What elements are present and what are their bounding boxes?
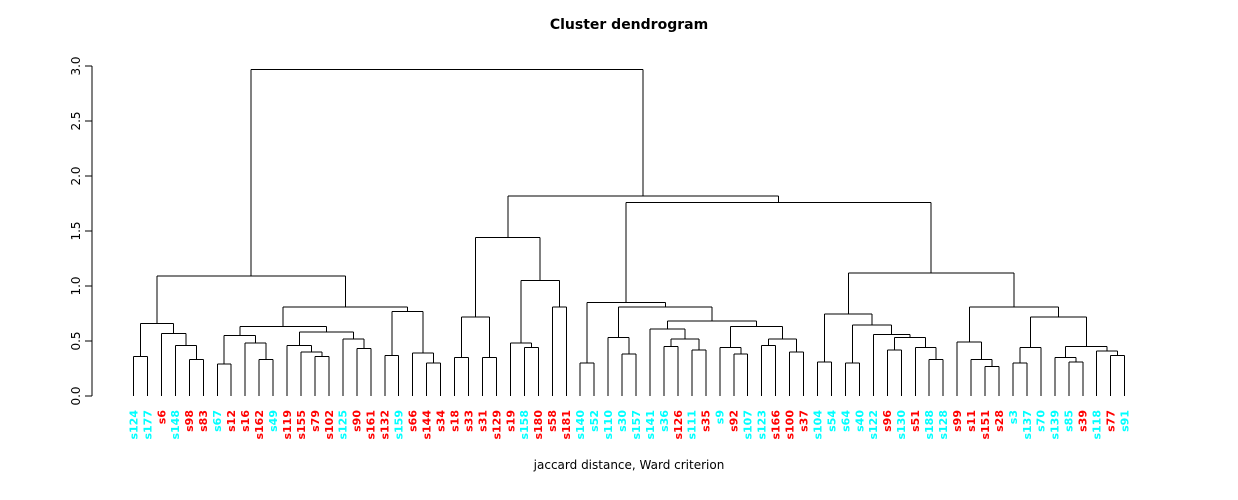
- leaf-label: s162: [253, 410, 266, 440]
- leaf-label: s30: [616, 410, 629, 432]
- leaf-label: s54: [825, 410, 838, 432]
- leaf-label: s151: [979, 410, 992, 440]
- leaf-label: s28: [993, 410, 1006, 432]
- leaf-label: s157: [630, 410, 643, 440]
- leaf-label: s181: [560, 410, 573, 440]
- leaf-label: s58: [546, 410, 559, 432]
- leaf-label: s129: [490, 410, 503, 440]
- leaf-label: s140: [574, 410, 587, 440]
- leaf-label: s148: [169, 410, 182, 440]
- leaf-label: s36: [658, 410, 671, 432]
- y-axis: 0.0 0.5 1.0 1.5 2.0 2.5 3.0: [69, 56, 93, 406]
- leaf-label: s128: [937, 410, 950, 440]
- leaf-label: s107: [742, 410, 755, 440]
- leaf-label: s77: [1105, 410, 1118, 432]
- leaf-label: s3: [1007, 410, 1020, 424]
- leaf-label: s35: [700, 410, 713, 432]
- leaf-label: s122: [867, 410, 880, 440]
- y-tick-label: 0.0: [69, 386, 83, 405]
- leaf-label: s67: [211, 410, 224, 432]
- leaf-label: s144: [421, 410, 434, 440]
- leaf-label: s102: [323, 410, 336, 440]
- leaf-label: s126: [672, 410, 685, 440]
- leaf-label: s111: [686, 410, 699, 440]
- leaf-label: s85: [1063, 410, 1076, 432]
- leaf-label: s123: [756, 410, 769, 440]
- leaf-label: s52: [588, 410, 601, 432]
- leaf-label: s34: [434, 410, 447, 432]
- leaf-label: s159: [393, 410, 406, 440]
- y-tick-label: 1.5: [69, 221, 83, 240]
- x-axis-label: jaccard distance, Ward criterion: [533, 458, 725, 472]
- leaf-label: s91: [1119, 410, 1132, 432]
- leaf-label: s96: [881, 410, 894, 432]
- chart-title: Cluster dendrogram: [550, 17, 708, 33]
- leaf-label: s161: [365, 410, 378, 440]
- leaf-label: s79: [309, 410, 322, 432]
- y-tick-label: 0.5: [69, 331, 83, 350]
- leaf-label: s16: [239, 410, 252, 432]
- leaf-label: s11: [965, 410, 978, 432]
- leaf-label: s40: [853, 410, 866, 432]
- leaf-label: s166: [770, 410, 783, 440]
- leaf-label: s139: [1049, 410, 1062, 440]
- leaf-label: s177: [141, 410, 154, 440]
- leaf-label: s158: [518, 410, 531, 440]
- dendrogram-tree: [133, 68, 1126, 396]
- leaf-label: s92: [728, 410, 741, 432]
- leaf-label: s31: [476, 410, 489, 432]
- leaf-label: s132: [379, 410, 392, 440]
- leaf-label: s9: [714, 410, 727, 424]
- leaf-label: s155: [295, 410, 308, 440]
- leaf-label: s49: [267, 410, 280, 432]
- leaf-label: s66: [407, 410, 420, 432]
- leaf-label: s83: [197, 410, 210, 432]
- y-tick-label: 2.5: [69, 111, 83, 130]
- leaf-label: s188: [923, 410, 936, 440]
- leaf-label: s70: [1035, 410, 1048, 432]
- leaf-label: s51: [909, 410, 922, 432]
- leaf-label: s125: [337, 410, 350, 440]
- y-tick-label: 2.0: [69, 166, 83, 185]
- leaf-label: s100: [783, 410, 796, 440]
- leaf-label: s180: [532, 410, 545, 440]
- leaf-label: s6: [155, 410, 168, 425]
- leaf-label: s137: [1021, 410, 1034, 440]
- leaf-label: s33: [462, 410, 475, 432]
- y-tick-label: 3.0: [69, 56, 83, 75]
- leaf-label: s37: [797, 410, 810, 432]
- leaf-label: s110: [602, 410, 615, 440]
- leaf-label: s118: [1091, 410, 1104, 440]
- leaf-label: s130: [895, 410, 908, 440]
- leaf-label: s64: [839, 410, 852, 432]
- leaf-label: s98: [183, 410, 196, 432]
- y-tick-label: 1.0: [69, 276, 83, 295]
- leaf-label: s19: [504, 410, 517, 432]
- leaf-label: s124: [127, 410, 140, 440]
- leaf-label: s18: [448, 410, 461, 432]
- leaf-label: s90: [351, 410, 364, 432]
- leaf-label: s12: [225, 410, 238, 432]
- leaf-label: s119: [281, 410, 294, 440]
- leaf-label: s141: [644, 410, 657, 440]
- leaf-label: s104: [811, 410, 824, 440]
- leaf-label: s39: [1077, 410, 1090, 432]
- leaf-label: s99: [951, 410, 964, 432]
